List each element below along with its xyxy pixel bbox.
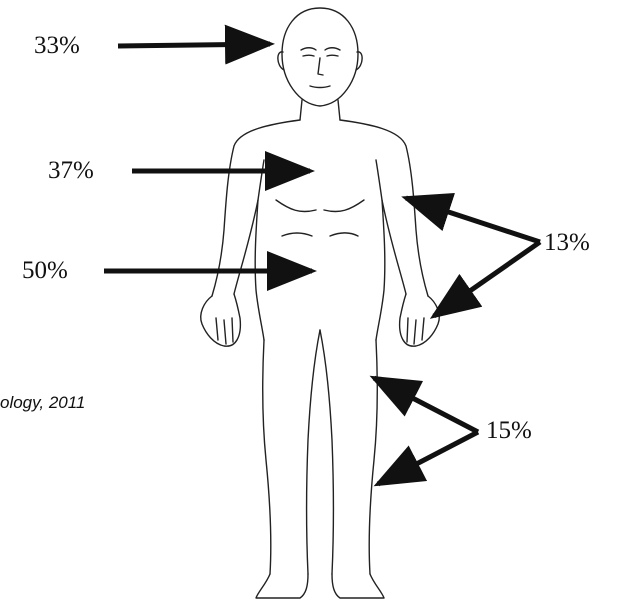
label-abdomen-percent: 50% xyxy=(22,258,68,283)
arrow-upper-arm xyxy=(406,198,540,242)
arrows xyxy=(104,44,540,484)
human-figure xyxy=(201,8,440,598)
leg-outline xyxy=(263,340,271,574)
label-chest-percent: 37% xyxy=(48,158,94,183)
label-arms-percent: 13% xyxy=(544,230,590,255)
arrow-head xyxy=(118,44,270,46)
arrow-upper-leg xyxy=(374,378,478,432)
arrow-lower-arm xyxy=(434,242,540,316)
source-citation: ology, 2011 xyxy=(0,393,85,413)
head-outline xyxy=(282,8,358,106)
arrow-lower-leg xyxy=(378,432,478,484)
label-head-percent: 33% xyxy=(34,33,80,58)
label-legs-percent: 15% xyxy=(486,418,532,443)
